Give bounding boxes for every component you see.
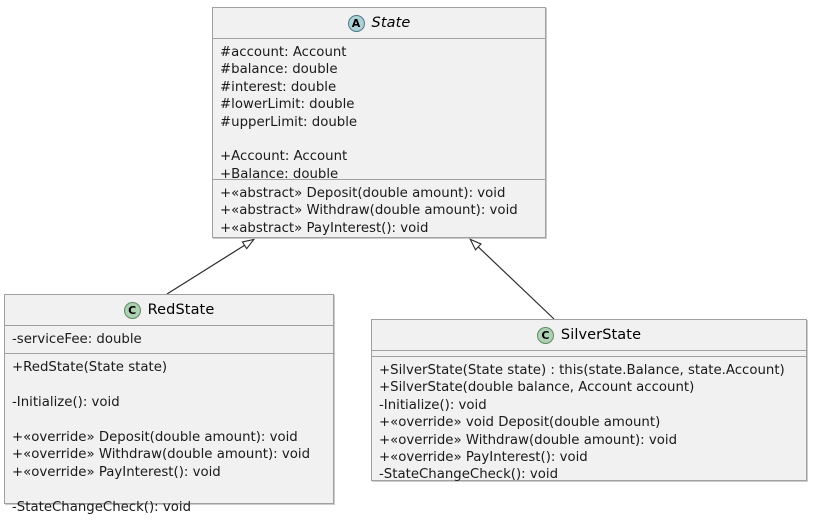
methods-compartment-state: +«abstract» Deposit(double amount): void… bbox=[213, 180, 545, 242]
method-row: +«override» Withdraw(double amount): voi… bbox=[12, 447, 311, 463]
method-row: +«override» Withdraw(double amount): voi… bbox=[379, 432, 678, 448]
attribute-row: #balance: double bbox=[220, 62, 338, 78]
method-row-spacer bbox=[12, 377, 327, 394]
attribute-row: #interest: double bbox=[220, 79, 337, 95]
attribute-row: +Balance: double bbox=[220, 166, 339, 182]
method-row: -StateChangeCheck(): void bbox=[12, 499, 192, 515]
attributes-compartment-silverstate bbox=[372, 351, 806, 357]
class-header-silverstate: C SilverState bbox=[372, 320, 806, 351]
attribute-row: #lowerLimit: double bbox=[220, 97, 355, 113]
class-box-redstate[interactable]: C RedState -serviceFee: double +RedState… bbox=[4, 294, 334, 515]
generalization-redstate-to-state bbox=[166, 238, 256, 295]
class-title-redstate: RedState bbox=[147, 302, 215, 318]
attributes-compartment-state: #account: Account #balance: double #inte… bbox=[213, 39, 545, 182]
method-row-spacer bbox=[12, 412, 327, 429]
class-icon: C bbox=[123, 301, 141, 319]
method-row: +«override» void Deposit(double amount) bbox=[379, 415, 661, 431]
method-row: +«abstract» Deposit(double amount): void bbox=[220, 186, 506, 201]
methods-compartment-silverstate: +SilverState(State state) : this(state.B… bbox=[372, 357, 806, 489]
class-header-state: A State bbox=[213, 8, 545, 39]
generalization-silverstate-to-state bbox=[469, 238, 555, 320]
method-row: +RedState(State state) bbox=[12, 360, 168, 376]
attributes-compartment-redstate: -serviceFee: double bbox=[5, 326, 333, 355]
class-title-state: State bbox=[371, 15, 411, 31]
class-icon: C bbox=[536, 326, 554, 344]
attribute-row: -serviceFee: double bbox=[12, 332, 142, 347]
attribute-row: #upperLimit: double bbox=[220, 114, 358, 130]
method-row: +«override» Deposit(double amount): void bbox=[12, 430, 298, 445]
abstract-class-icon: A bbox=[347, 14, 365, 32]
class-title-silverstate: SilverState bbox=[560, 327, 642, 343]
methods-compartment-redstate: +RedState(State state) -Initialize(): vo… bbox=[5, 354, 333, 521]
attribute-row: +Account: Account bbox=[220, 149, 348, 165]
method-row: +«abstract» Withdraw(double amount): voi… bbox=[220, 203, 518, 219]
attribute-row-spacer bbox=[220, 131, 539, 148]
class-header-redstate: C RedState bbox=[5, 295, 333, 326]
diagram-canvas: A State #account: Account #balance: doub… bbox=[4, 7, 807, 515]
attribute-row: #account: Account bbox=[220, 45, 347, 60]
class-box-state[interactable]: A State #account: Account #balance: doub… bbox=[212, 7, 546, 238]
method-row-spacer bbox=[12, 481, 327, 498]
method-row: -Initialize(): void bbox=[12, 395, 120, 411]
method-row: +SilverState(double balance, Account acc… bbox=[379, 380, 695, 396]
method-row: -StateChangeCheck(): void bbox=[379, 467, 559, 483]
method-row: +SilverState(State state) : this(state.B… bbox=[379, 363, 785, 378]
method-row: +«abstract» PayInterest(): void bbox=[220, 220, 429, 236]
class-box-silverstate[interactable]: C SilverState +SilverState(State state) … bbox=[371, 319, 807, 482]
method-row: +«override» PayInterest(): void bbox=[12, 464, 221, 480]
method-row: +«override» PayInterest(): void bbox=[379, 450, 588, 466]
method-row: -Initialize(): void bbox=[379, 397, 487, 413]
